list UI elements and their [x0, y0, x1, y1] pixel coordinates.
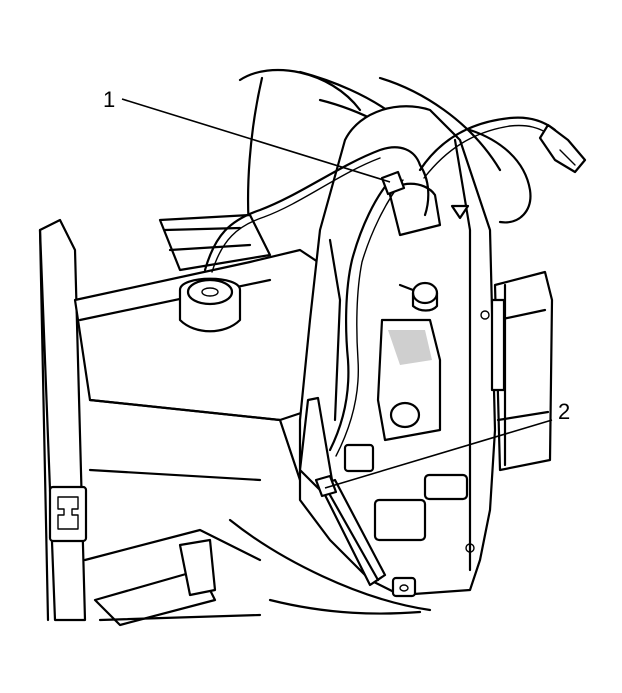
- mounting-panel: [298, 105, 497, 598]
- pillar-clip: [48, 485, 88, 543]
- callout-1-label: 1: [103, 87, 115, 112]
- lower-floor: [93, 538, 262, 627]
- callout-1-leader: [121, 98, 391, 183]
- harness-connector: [538, 123, 587, 174]
- harness-clip-1: [380, 170, 406, 196]
- wiring-harness: [203, 116, 587, 498]
- orientation-mark: [450, 204, 470, 220]
- callout-2-label: 2: [558, 399, 570, 424]
- mounting-stud: [411, 281, 439, 305]
- callout-2-leader: [324, 419, 553, 489]
- harness-clip-2: [314, 474, 338, 498]
- floor-shelf: [73, 213, 342, 562]
- left-pillar: [38, 218, 88, 622]
- control-module: [490, 270, 554, 472]
